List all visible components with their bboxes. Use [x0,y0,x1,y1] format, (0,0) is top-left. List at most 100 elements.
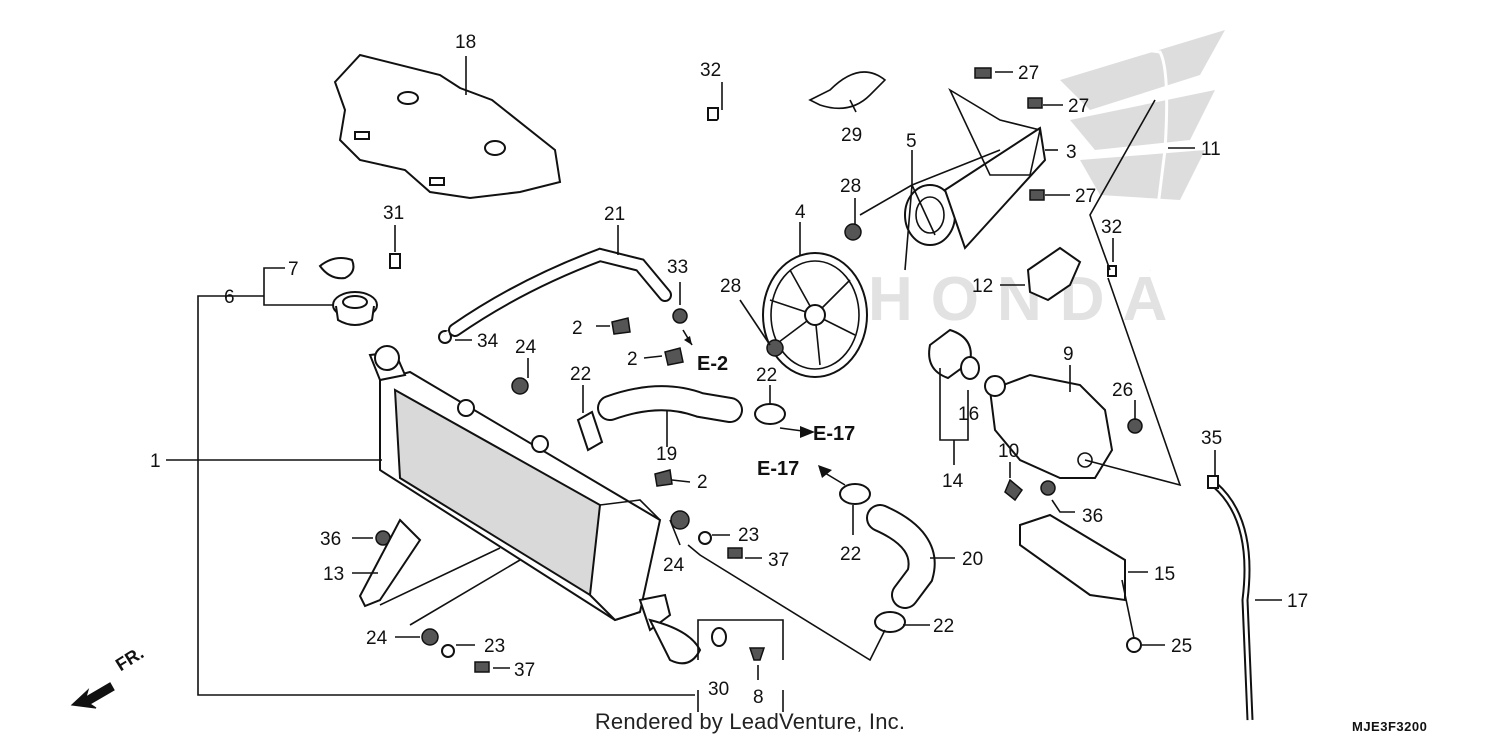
front-arrow-icon [70,682,115,709]
callout-6: 6 [224,287,235,308]
part-24-nut-b [670,510,690,530]
callout-2: 2 [572,318,583,339]
part-37-bolt-b [474,661,490,673]
callout-22: 22 [756,365,777,386]
callout-25: 25 [1171,636,1192,657]
callout-24: 24 [515,337,537,358]
callout-26: 26 [1112,380,1133,401]
callout-3: 3 [1066,142,1077,163]
watermark-text: HONDA [868,265,1185,334]
part-23-washer-b [441,644,455,658]
ref-arrows [682,329,832,478]
part-6-cap [332,291,378,326]
part-28-nut-a [766,339,784,357]
callout-27: 27 [1018,63,1039,84]
leader-lines [166,56,1282,696]
callout-12: 12 [972,276,993,297]
part-29-clip [808,71,887,110]
part-1-radiator [368,345,702,665]
callout-37: 37 [514,660,535,681]
callout-18: 18 [455,32,476,53]
callout-36: 36 [320,529,341,550]
ref-e17: E-17 [813,423,855,445]
part-32-clip-b [1107,265,1117,277]
callout-23: 23 [484,636,505,657]
part-26-bolt [1127,418,1143,434]
callout-15: 15 [1154,564,1175,585]
part-36-bolt-b [1040,480,1056,496]
ref-e2: E-2 [697,353,728,375]
callout-32: 32 [700,60,721,81]
callout-9: 9 [1063,344,1074,365]
part-2-clip-a [611,317,631,335]
callout-35: 35 [1201,428,1222,449]
part-22-clamp-d [874,611,906,633]
callout-labels: 1 2 2 2 3 4 5 6 7 8 9 10 11 12 13 14 15 … [150,32,1308,708]
part-2-clip-c [654,469,673,487]
part-27-bolt-c [1029,189,1045,201]
ref-e17: E-17 [757,458,799,480]
part-28-nut-b [844,223,862,241]
callout-7: 7 [288,259,299,280]
part-20-hose [866,504,936,609]
callout-27: 27 [1075,186,1096,207]
part-9-cover [984,373,1114,479]
callout-11: 11 [1201,139,1221,160]
part-12-bracket [1026,246,1082,302]
part-22-clamp-a [576,410,604,452]
callout-23: 23 [738,525,759,546]
callout-33: 33 [667,257,688,278]
part-37-bolt-a [727,547,743,559]
part-32-clip [707,107,719,121]
part-33-clamp [672,308,688,324]
part-4-fan [762,252,868,378]
part-22-clamp-c [839,483,871,505]
callout-28: 28 [840,176,861,197]
part-15-guard [1019,513,1126,602]
part-27-bolt-b [1027,97,1043,109]
part-5-motor [904,126,1047,250]
diagram-code: MJE3F3200 [1352,719,1428,734]
part-24-nut-c [421,628,439,646]
callout-2: 2 [627,349,638,370]
part-7-seal [318,257,355,280]
part-22-clamp-b [754,403,786,425]
callout-27: 27 [1068,96,1089,117]
callout-30: 30 [708,679,729,700]
callout-32: 32 [1101,217,1122,238]
callout-14: 14 [942,471,964,492]
callout-8: 8 [753,687,764,708]
callout-1: 1 [150,451,161,472]
part-27-bolt-a [974,67,992,79]
part-3-stay [948,87,1041,176]
callout-20: 20 [962,549,983,570]
part-21-hose [448,247,672,337]
callout-22: 22 [840,544,861,565]
callout-17: 17 [1287,591,1308,612]
callout-16: 16 [958,404,979,425]
callout-34: 34 [477,331,499,352]
callout-22: 22 [570,364,591,385]
callout-10: 10 [998,441,1019,462]
part-23-washer-a [698,531,712,545]
part-24-nut-a [511,377,529,395]
part-10-screw [1004,478,1024,502]
part-18-plate [333,53,562,200]
callout-19: 19 [656,444,677,465]
credit-text: Rendered by LeadVenture, Inc. [594,709,906,734]
part-2-clip-b [664,347,684,366]
part-19-hose [597,385,743,423]
callout-24: 24 [663,555,685,576]
part-16-oring [960,356,980,380]
callout-24: 24 [366,628,388,649]
callout-13: 13 [323,564,344,585]
inset-box [697,619,784,712]
callout-28: 28 [720,276,741,297]
part-13-bracket [358,518,422,608]
callout-2: 2 [697,472,708,493]
callout-5: 5 [906,131,917,152]
part-31-screw [389,253,401,269]
part-25-nut [1126,637,1142,653]
callout-29: 29 [841,125,862,146]
